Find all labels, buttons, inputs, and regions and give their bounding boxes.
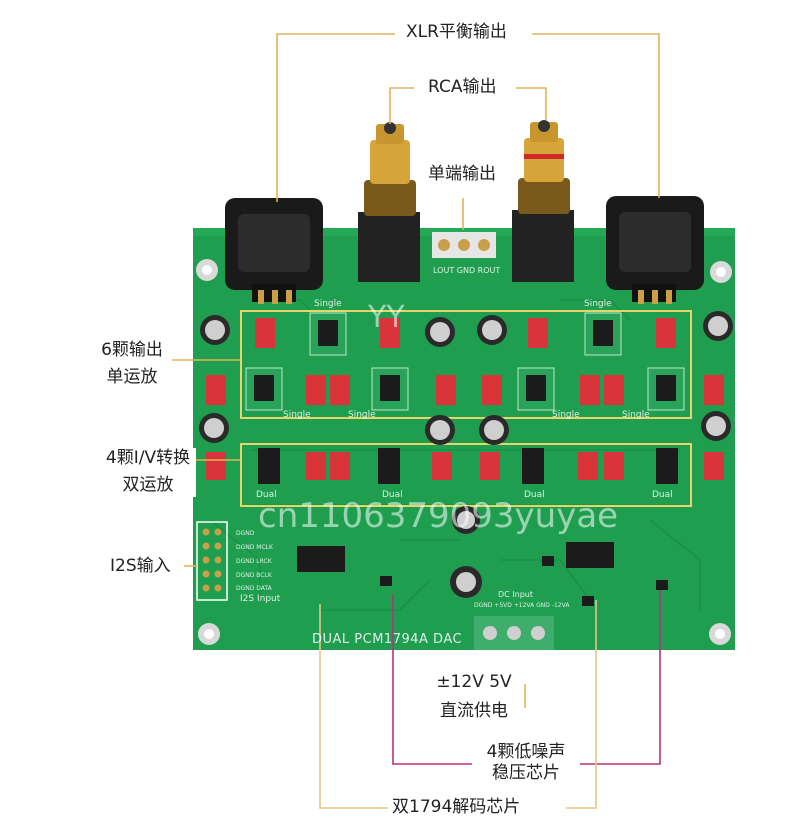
regulator-chips: [380, 556, 668, 606]
opamp-modules: [245, 312, 685, 484]
callout-regulators: 4颗低噪声 稳压芯片: [474, 742, 578, 785]
electrolytic-capacitors: [199, 311, 733, 598]
i2s-pin-label: DGND MCLK: [236, 544, 273, 551]
dual-label: Dual: [524, 490, 545, 500]
single-label: Single: [348, 410, 376, 420]
callout-single-opamp-line2: 单运放: [106, 367, 158, 388]
i2s-pin-label: DGND DATA: [236, 585, 272, 592]
rca-connector-left: [358, 122, 420, 282]
i2s-header: [196, 521, 228, 601]
callout-lines-tan: [319, 600, 597, 809]
dual-label: Dual: [256, 490, 277, 500]
single-label: Single: [283, 410, 311, 420]
dc-pins-label: DGND +5VD +12VA GND -12VA: [474, 602, 570, 609]
out-header-label: LOUT GND ROUT: [433, 266, 501, 275]
single-ended-header: [432, 232, 496, 258]
callout-iv-opamp: 4颗I/V转换 双运放: [100, 448, 196, 497]
single-label: Single: [552, 410, 580, 420]
xlr-connector-left: [225, 198, 323, 304]
callout-iv-opamp-line2: 双运放: [122, 475, 174, 496]
callout-regulators-line1: 4颗低噪声: [486, 742, 566, 762]
callout-dc-power: ±12V 5V 直流供电: [426, 672, 522, 723]
dc-terminal-block: [474, 616, 554, 650]
single-label: Single: [622, 410, 650, 420]
film-capacitors: [206, 318, 724, 480]
i2s-pin-label: DGND: [236, 530, 255, 537]
callout-i2s-input: I2S输入: [110, 556, 171, 578]
callout-single-opamp: 6颗输出 单运放: [94, 340, 170, 389]
mounting-hole: [196, 259, 732, 645]
callout-xlr-output: XLR平衡输出: [406, 22, 507, 44]
i2s-pin-label: DGND BCLK: [236, 572, 272, 579]
board-title: DUAL PCM1794A DAC: [312, 632, 463, 647]
callout-iv-opamp-line1: 4颗I/V转换: [105, 448, 191, 468]
callout-dc-power-line2: 直流供电: [440, 701, 508, 722]
callout-lines-magenta: [392, 590, 661, 765]
dual-label: Dual: [382, 490, 403, 500]
dual-label: Dual: [652, 490, 673, 500]
single-label: Single: [584, 299, 612, 309]
callout-dc-power-line1: ±12V 5V: [436, 672, 512, 692]
callout-single-opamp-line1: 6颗输出: [101, 340, 163, 360]
callout-lines-gold: [172, 33, 660, 708]
decoder-chips: [297, 542, 614, 572]
single-label: Single: [314, 299, 342, 309]
watermark-center: YY: [368, 300, 405, 335]
i2s-pin-label: DGND LRCK: [236, 558, 272, 565]
i2s-block-label: I2S Input: [240, 594, 281, 604]
callout-rca-output: RCA输出: [428, 77, 497, 99]
callout-regulators-line2: 稳压芯片: [492, 763, 560, 784]
rca-connector-right: [512, 120, 574, 282]
callout-decoder-chips: 双1794解码芯片: [392, 797, 521, 819]
callout-single-ended-output: 单端输出: [428, 164, 496, 186]
opamp-single-frame: [240, 310, 692, 419]
dc-input-label: DC Input: [498, 590, 534, 599]
xlr-connector-right: [606, 196, 704, 304]
watermark-diagonal: cn1106379093yuyae: [258, 496, 619, 536]
